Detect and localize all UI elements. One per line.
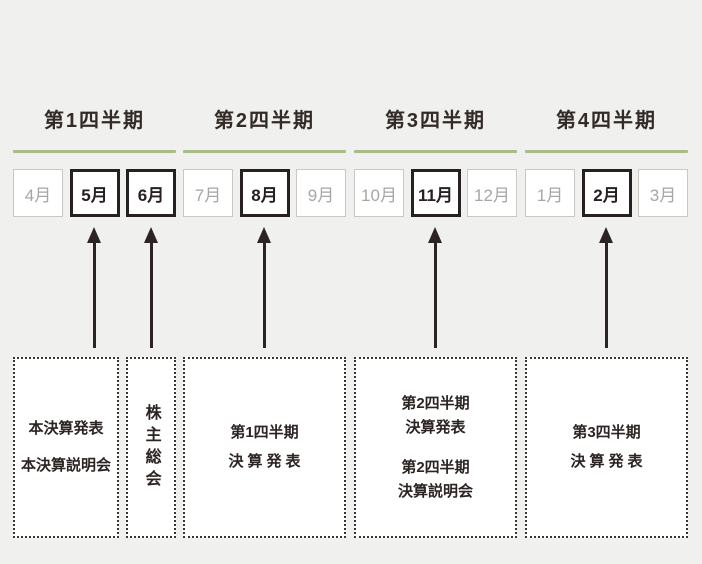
quarter-3-title: 第3四半期 (384, 110, 487, 132)
quarter-1-column: 第1四半期 4月 5月 6月 (13, 108, 176, 217)
quarter-3-months: 10月 11月 12月 (354, 169, 517, 217)
month-cell-feb: 2月 (581, 169, 632, 217)
event-label: 決算発表 (570, 453, 647, 470)
arrow-head (428, 227, 442, 243)
event-box-q3-results: 第3四半期 決算発表 (525, 357, 688, 538)
event-label: 決算説明会 (397, 482, 473, 500)
event-label: 第1四半期 (230, 424, 299, 442)
arrow-up-icon (599, 227, 613, 348)
arrow-shaft (149, 243, 153, 348)
event-label: 決算発表 (405, 418, 466, 436)
quarter-2-column: 第2四半期 7月 8月 9月 (183, 108, 346, 217)
quarter-1-underline (13, 150, 176, 153)
month-cell-jun: 6月 (126, 169, 176, 217)
arrow-shaft (262, 243, 266, 348)
arrow-up-icon (428, 227, 442, 348)
quarter-1-months: 4月 5月 6月 (13, 169, 176, 217)
event-box-shareholders-meeting: 株主総会 (126, 357, 176, 538)
arrow-head (599, 227, 613, 243)
quarter-2-title: 第2四半期 (213, 110, 316, 132)
quarter-4-column: 第4四半期 1月 2月 3月 (525, 108, 688, 217)
month-cell-oct: 10月 (354, 169, 404, 217)
quarter-2-underline (183, 150, 346, 153)
arrow-head (144, 227, 158, 243)
quarter-1-title: 第1四半期 (43, 110, 146, 132)
month-cell-mar: 3月 (638, 169, 688, 217)
month-cell-nov: 11月 (410, 169, 461, 217)
event-label: 決算発表 (228, 453, 305, 470)
month-cell-dec: 12月 (467, 169, 517, 217)
event-label: 第3四半期 (572, 424, 641, 442)
event-box-q2-results: 第2四半期 決算発表 第2四半期 決算説明会 (354, 357, 517, 538)
arrow-head (87, 227, 101, 243)
quarter-3-column: 第3四半期 10月 11月 12月 (354, 108, 517, 217)
event-label: 本決算説明会 (20, 457, 111, 474)
arrow-shaft (433, 243, 437, 348)
month-cell-apr: 4月 (13, 169, 63, 217)
quarter-2-months: 7月 8月 9月 (183, 169, 346, 217)
quarter-4-title: 第4四半期 (555, 110, 658, 132)
event-label: 第2四半期 (401, 458, 470, 476)
event-box-annual-results: 本決算発表 本決算説明会 (13, 357, 119, 538)
event-box-q1-results: 第1四半期 決算発表 (183, 357, 346, 538)
month-cell-jul: 7月 (183, 169, 233, 217)
arrow-shaft (92, 243, 96, 348)
quarter-4-months: 1月 2月 3月 (525, 169, 688, 217)
quarter-4-underline (525, 150, 688, 153)
arrow-up-icon (257, 227, 271, 348)
arrow-up-icon (87, 227, 101, 348)
event-paragraph: 第2四半期 決算発表 (401, 392, 469, 440)
month-cell-sep: 9月 (296, 169, 346, 217)
event-paragraph: 第2四半期 決算説明会 (398, 456, 473, 504)
quarter-3-underline (354, 150, 517, 153)
arrow-up-icon (144, 227, 158, 348)
event-label: 第2四半期 (401, 394, 470, 412)
arrow-shaft (604, 243, 608, 348)
arrow-head (257, 227, 271, 243)
month-cell-may: 5月 (69, 169, 120, 217)
month-cell-aug: 8月 (239, 169, 290, 217)
event-label: 本決算発表 (28, 420, 104, 438)
month-cell-jan: 1月 (525, 169, 575, 217)
event-label: 株主総会 (142, 403, 160, 492)
